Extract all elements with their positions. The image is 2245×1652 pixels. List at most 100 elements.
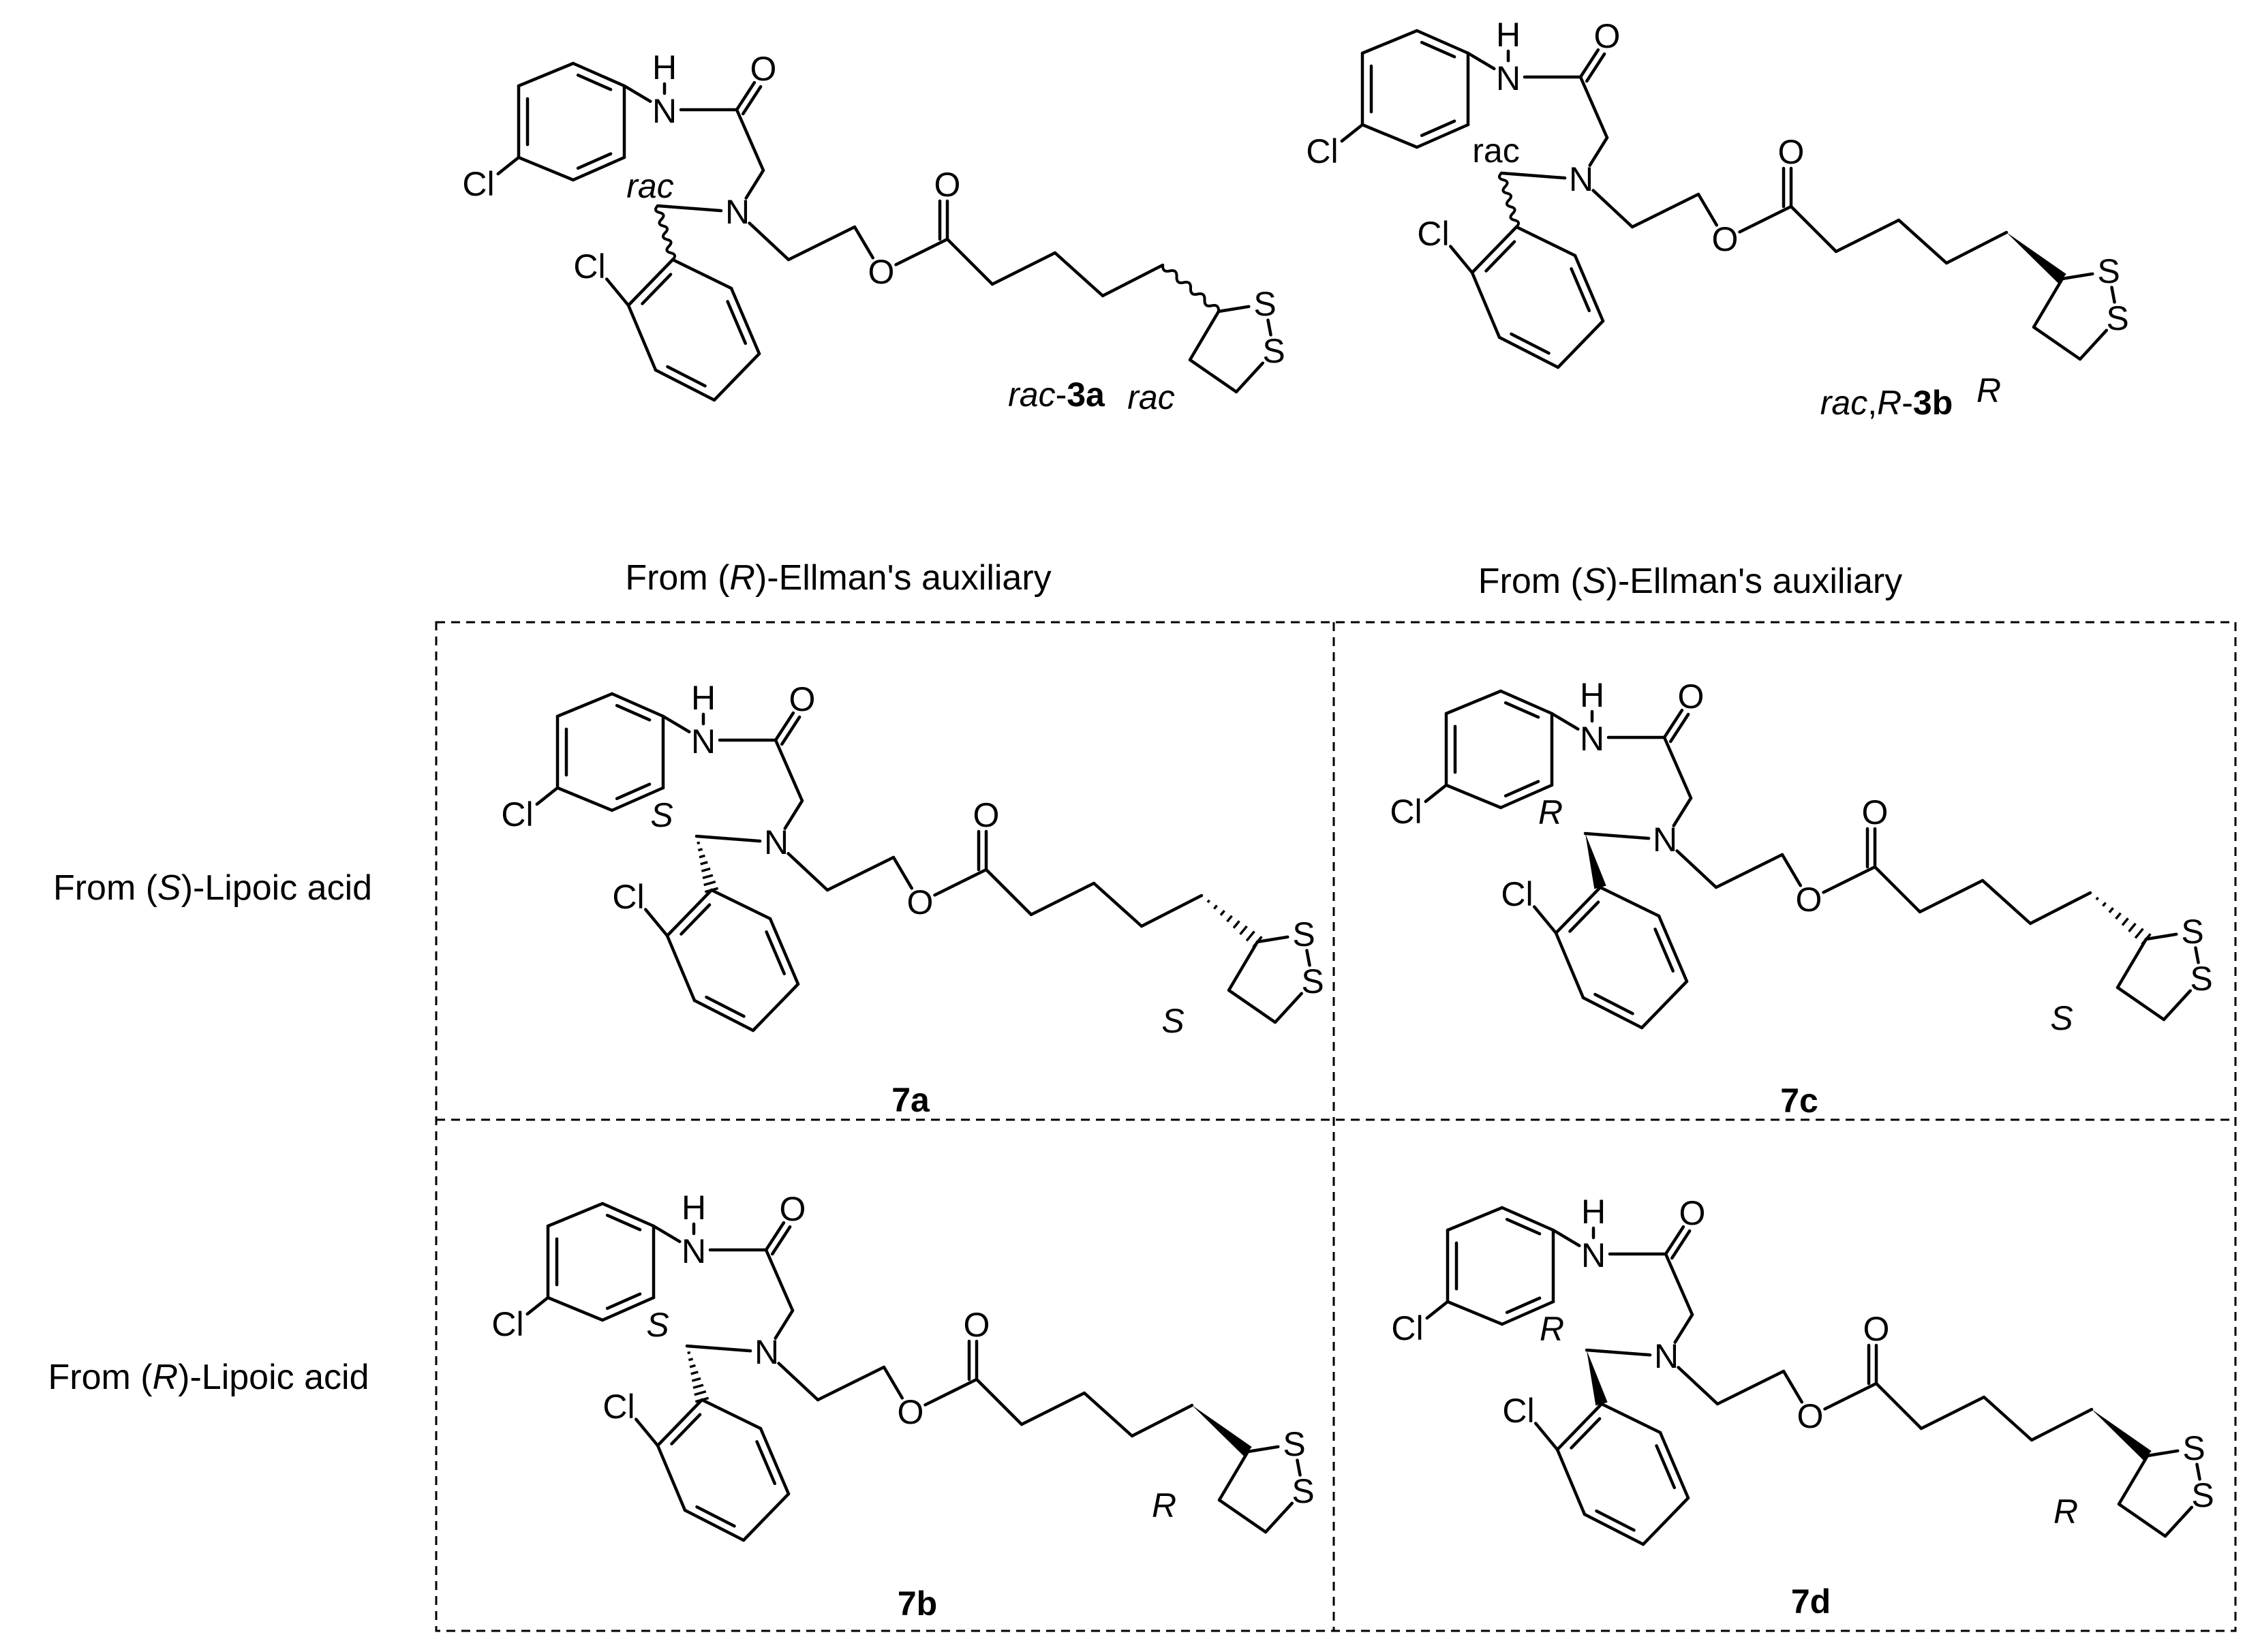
- bond: [990, 251, 1057, 286]
- aromatic-inner-bond: [1503, 701, 1540, 719]
- bond: [1672, 796, 1693, 827]
- bond: [1696, 192, 1719, 227]
- atom-label-chlorine: Cl: [1501, 875, 1533, 913]
- bond: [1217, 1450, 1250, 1502]
- atom-label-sulfur: S: [2190, 960, 2212, 998]
- bond: [1305, 949, 1311, 967]
- atom-label-nh_n: N: [652, 92, 677, 130]
- bond: [2144, 932, 2178, 941]
- lipoyl-stereo-descriptor: rac: [1127, 378, 1174, 416]
- bond: [700, 1398, 763, 1431]
- bond: [665, 888, 714, 938]
- atom-label-chlorine: Cl: [491, 1305, 523, 1343]
- header-s-lipoic: From (S)-Lipoic acid: [53, 868, 372, 908]
- compound-label: 7a: [891, 1081, 930, 1119]
- carbonyl-double-bond: [1668, 712, 1690, 744]
- bond: [626, 303, 658, 372]
- atom-label-sulfur: S: [1253, 285, 1276, 323]
- bond: [535, 786, 560, 806]
- bond: [644, 908, 669, 938]
- bond: [1591, 189, 1634, 229]
- bond: [1499, 171, 1567, 180]
- bond: [735, 108, 765, 172]
- bond: [1738, 204, 1793, 234]
- bond: [1053, 251, 1105, 298]
- bond-lines: [496, 61, 1272, 402]
- bond-lines: [1425, 1206, 2201, 1546]
- bond: [1266, 318, 1272, 337]
- bond: [1662, 735, 1693, 800]
- c5-stereo-descriptor: S: [650, 796, 673, 834]
- bond: [1188, 358, 1238, 394]
- bond: [1425, 1300, 1450, 1320]
- atom-label-chlorine: Cl: [1306, 132, 1338, 170]
- bond: [610, 692, 665, 718]
- lipoyl-stereo-descriptor: R: [1976, 371, 2001, 410]
- bond: [1657, 914, 1689, 983]
- bond: [1101, 263, 1165, 298]
- atom-label-oxygen: O: [789, 680, 816, 718]
- bond: [661, 714, 691, 734]
- bond: [1082, 1391, 1134, 1438]
- bond: [1470, 271, 1501, 339]
- bond: [786, 225, 857, 262]
- atom-label-sulfur: S: [1292, 1472, 1314, 1510]
- bond: [1499, 689, 1554, 716]
- bond: [1664, 1252, 1694, 1317]
- bond: [1020, 1391, 1086, 1426]
- atom-label-amine_n: N: [764, 823, 789, 861]
- bond: [933, 868, 988, 897]
- bond: [1834, 218, 1901, 254]
- aromatic-inner-bond: [755, 1440, 777, 1486]
- header-s-ellman: From (S)-Ellman's auxiliary: [1478, 562, 1902, 601]
- bond: [2032, 325, 2082, 361]
- bond: [1340, 123, 1364, 143]
- aromatic-inner-bond: [726, 300, 748, 346]
- atom-label-nh_h: H: [1581, 1193, 1606, 1231]
- bond: [1446, 1300, 1504, 1326]
- bond: [600, 1202, 656, 1228]
- bond: [1573, 254, 1605, 323]
- atom-label-oxygen: O: [780, 1190, 806, 1228]
- c5-stereo-wavy-bond: [654, 204, 677, 261]
- bond: [692, 998, 755, 1032]
- carbonyl-bond: [1664, 1225, 1685, 1256]
- bond: [729, 286, 761, 356]
- atom-label-chlorine: Cl: [612, 878, 644, 916]
- lipoyl-stereo-wavy-bond: [1161, 264, 1221, 312]
- atom-label-oxygen: O: [907, 883, 934, 921]
- bond: [1444, 783, 1503, 810]
- aromatic-inner-bond: [1655, 1444, 1677, 1490]
- atom-label-oxygen: O: [1679, 1194, 1706, 1232]
- aromatic-inner-bond: [641, 273, 673, 305]
- bond: [1641, 1496, 1690, 1546]
- carbonyl-double-bond: [741, 85, 763, 116]
- c5-stereo-wavy-bond: [1497, 172, 1521, 228]
- bond: [656, 1443, 687, 1512]
- bond: [626, 258, 675, 307]
- aromatic-inner-bond: [1420, 40, 1456, 59]
- aromatic-inner-bond: [1653, 928, 1675, 973]
- bond: [891, 855, 914, 890]
- bond: [768, 917, 800, 986]
- bond: [1715, 1369, 1786, 1406]
- bond: [2163, 1505, 2194, 1538]
- c5-stereo-wedge-bond: [1585, 833, 1606, 889]
- atom-label-chlorine: Cl: [602, 1388, 635, 1426]
- bond: [777, 1362, 820, 1402]
- bond: [1499, 783, 1554, 810]
- bond: [571, 155, 626, 182]
- lipoyl-stereo-hashed-bond: [2095, 896, 2152, 945]
- bond: [1555, 1402, 1604, 1452]
- bond: [685, 1344, 752, 1353]
- c5-stereo-hashed-bond: [687, 1351, 709, 1403]
- bond: [546, 1296, 605, 1322]
- aromatic-inner-bond: [615, 782, 652, 801]
- bond: [945, 237, 994, 286]
- atom-label-nh_n: N: [1581, 1236, 1606, 1274]
- bond: [1919, 1395, 1986, 1431]
- atom-label-sulfur: S: [1262, 332, 1285, 370]
- bond: [1585, 1348, 1652, 1357]
